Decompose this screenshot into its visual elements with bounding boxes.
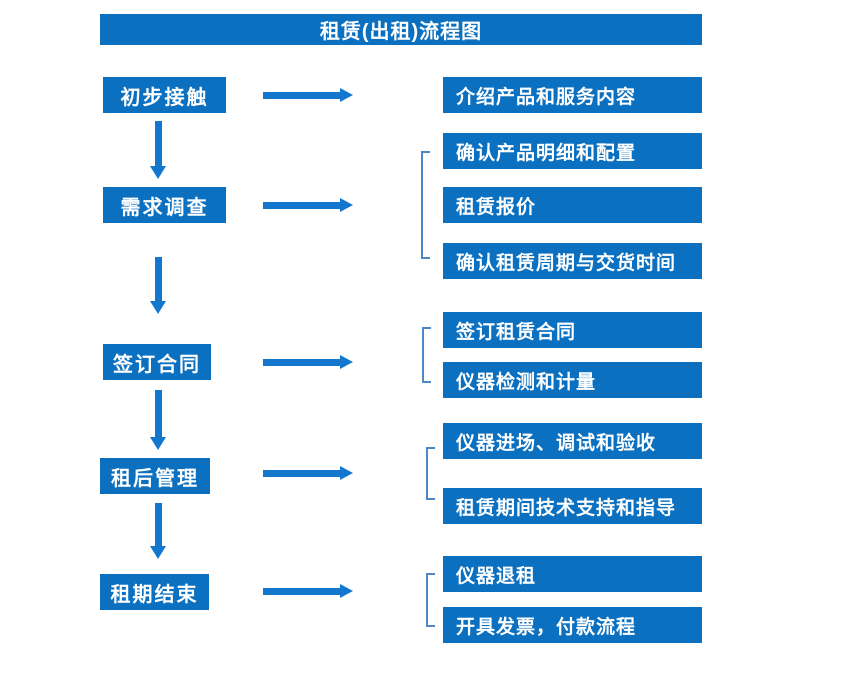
arrow-head	[340, 355, 353, 369]
arrow-right-icon	[263, 198, 353, 213]
output-box-instrument-installation: 仪器进场、调试和验收	[443, 423, 702, 459]
arrow-shaft	[263, 359, 342, 366]
arrow-right-icon	[263, 466, 353, 481]
arrow-shaft	[263, 588, 342, 595]
arrow-shaft	[155, 257, 162, 303]
arrow-shaft	[155, 390, 162, 439]
arrow-shaft	[263, 470, 342, 477]
arrow-head	[150, 437, 166, 450]
arrow-shaft	[155, 503, 162, 548]
arrow-head	[150, 166, 166, 179]
arrow-down-icon	[150, 257, 167, 314]
arrow-head	[340, 466, 353, 480]
step-box-initial-contact: 初步接触	[103, 77, 226, 113]
output-box-confirm-product-details: 确认产品明细和配置	[443, 133, 702, 169]
step-box-sign-contract: 签订合同	[103, 344, 211, 380]
output-box-confirm-rental-period: 确认租赁周期与交货时间	[443, 243, 702, 279]
step-box-post-rental-management: 租后管理	[100, 458, 210, 494]
arrow-shaft	[263, 92, 342, 99]
step-box-demand-survey: 需求调查	[103, 187, 226, 223]
flowchart-title-banner: 租赁(出租)流程图	[100, 14, 702, 45]
arrow-down-icon	[150, 121, 167, 179]
output-box-sign-rental-contract: 签订租赁合同	[443, 312, 702, 348]
arrow-right-icon	[263, 355, 353, 370]
output-box-instrument-return: 仪器退租	[443, 556, 702, 592]
arrow-head	[340, 584, 353, 598]
arrow-head	[150, 546, 166, 559]
flowchart-title: 租赁(出租)流程图	[319, 21, 483, 43]
output-box-invoice-payment: 开具发票，付款流程	[443, 607, 702, 643]
output-box-introduce-products: 介绍产品和服务内容	[443, 77, 702, 113]
bracket-icon	[426, 573, 435, 627]
arrow-head	[340, 88, 353, 102]
arrow-head	[150, 301, 166, 314]
output-box-rental-quote: 租赁报价	[443, 187, 702, 223]
arrow-shaft	[263, 202, 342, 209]
arrow-right-icon	[263, 88, 353, 103]
arrow-down-icon	[150, 390, 167, 450]
output-box-instrument-testing: 仪器检测和计量	[443, 362, 702, 398]
output-box-technical-support: 租赁期间技术支持和指导	[443, 488, 702, 524]
bracket-icon	[426, 447, 435, 500]
arrow-shaft	[155, 121, 162, 168]
bracket-icon	[422, 327, 431, 383]
step-box-rental-end: 租期结束	[100, 574, 209, 610]
arrow-right-icon	[263, 584, 353, 599]
arrow-head	[340, 198, 353, 212]
bracket-icon	[421, 151, 430, 259]
arrow-down-icon	[150, 503, 167, 559]
